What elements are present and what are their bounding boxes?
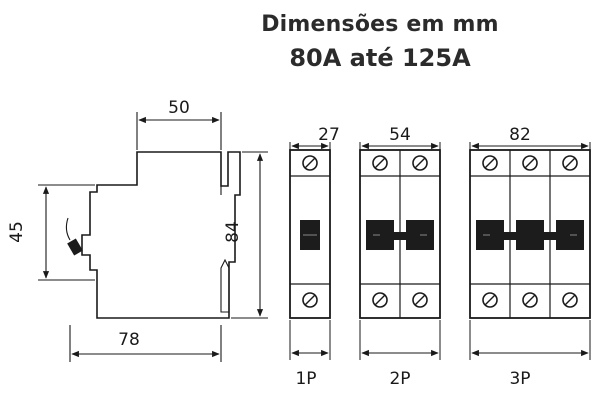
terminal-screw-icon-slot: [305, 158, 315, 168]
terminal-screw-icon-slot: [525, 295, 535, 305]
terminal-screw-icon-slot: [415, 158, 425, 168]
dimension-label-45: 45: [7, 221, 27, 243]
terminal-screw-icon-slot: [305, 295, 315, 305]
dimension-label-50: 50: [168, 98, 190, 118]
terminal-screw-icon-slot: [485, 158, 495, 168]
side-view-handle-arc: [65, 217, 71, 241]
pole-label-2p: 2P: [389, 369, 410, 389]
front-views: [289, 142, 591, 360]
terminal-screw-icon-slot: [565, 295, 575, 305]
terminal-screw-icon-slot: [565, 158, 575, 168]
side-view-handle: [67, 238, 83, 256]
front-width-label-1p: 27: [318, 125, 340, 145]
pole-label-1p: 1P: [295, 369, 316, 389]
diagram-subtitle: 80A até 125A: [289, 44, 471, 72]
side-view-clip: [220, 258, 230, 313]
front-width-label-2p: 54: [389, 125, 411, 145]
terminal-screw-icon-slot: [375, 295, 385, 305]
terminal-screw-icon-slot: [525, 158, 535, 168]
terminal-screw-icon-slot: [415, 295, 425, 305]
side-view-outline: [81, 151, 241, 319]
dimension-label-78: 78: [118, 330, 140, 350]
front-width-label-3p: 82: [509, 125, 531, 145]
diagram-title: Dimensões em mm: [261, 12, 499, 37]
handle-tie-bar: [490, 232, 570, 240]
dimension-label-84: 84: [223, 221, 243, 243]
terminal-screw-icon-slot: [485, 295, 495, 305]
terminal-screw-icon-slot: [375, 158, 385, 168]
handle-tie-bar: [380, 232, 420, 240]
pole-label-3p: 3P: [509, 369, 530, 389]
side-view: 50 84 45 78: [7, 98, 268, 362]
